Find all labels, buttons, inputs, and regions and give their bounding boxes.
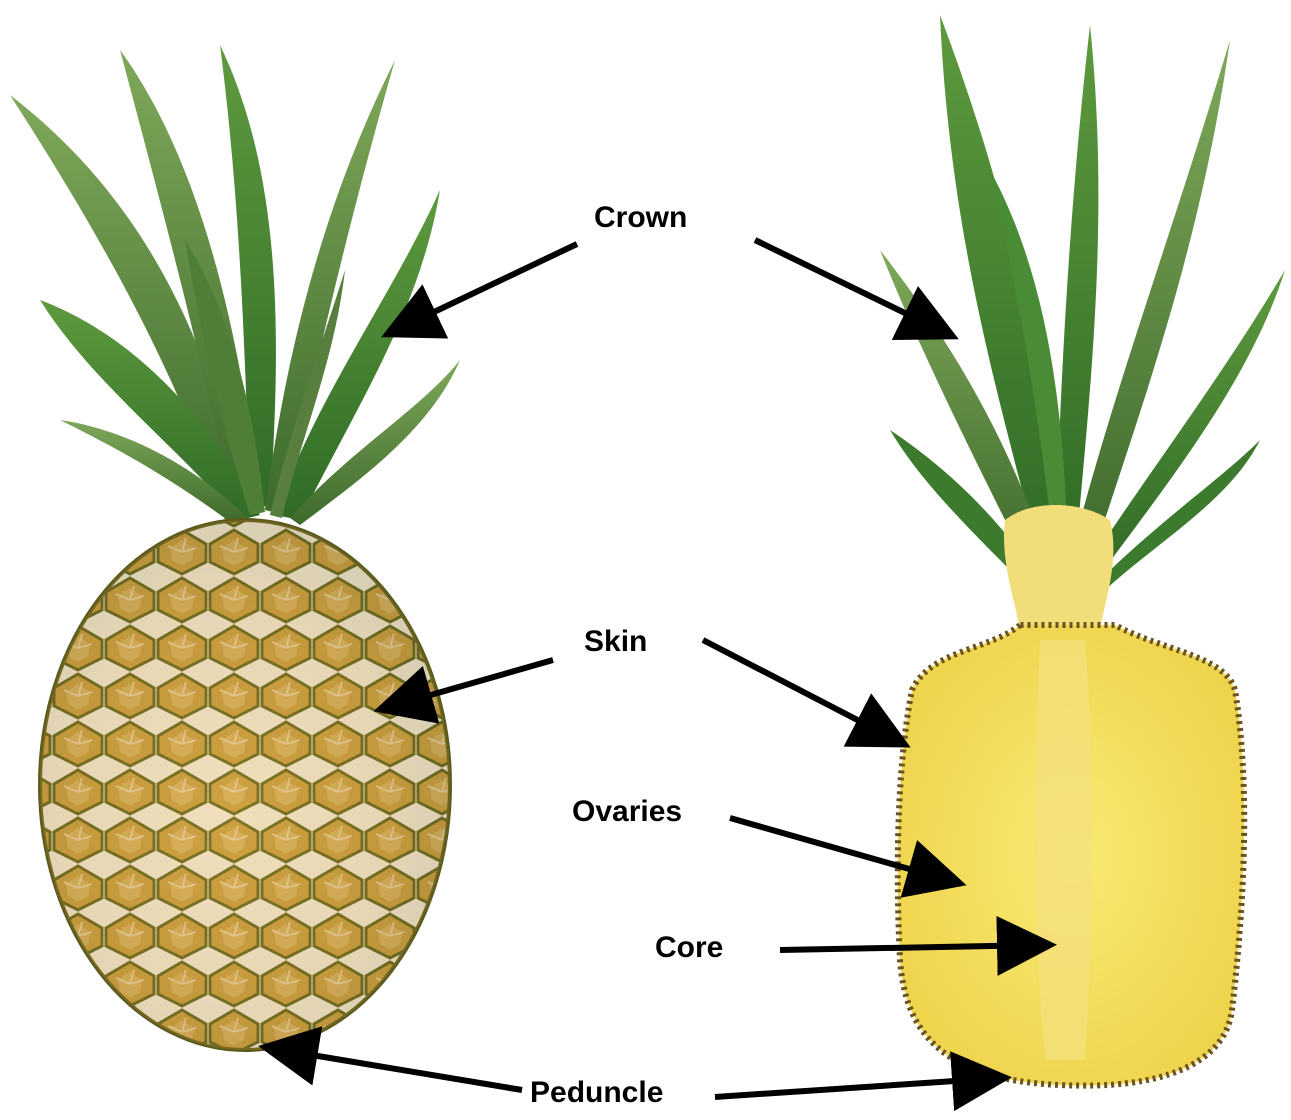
arrow-crown-right [755, 240, 948, 334]
label-crown: Crown [594, 200, 687, 236]
right-crown-leaves [880, 15, 1285, 590]
whole-pineapple-image [10, 45, 460, 1050]
arrow-peduncle-right [715, 1078, 1000, 1097]
label-skin: Skin [584, 624, 647, 660]
label-ovaries: Ovaries [572, 794, 682, 830]
right-flesh-neck [1004, 505, 1113, 630]
left-crown-leaves [10, 45, 460, 525]
label-core: Core [655, 930, 723, 966]
right-core [1035, 640, 1093, 1060]
arrow-skin-right [703, 640, 900, 742]
halved-pineapple-image [880, 15, 1285, 1086]
label-peduncle: Peduncle [530, 1075, 663, 1111]
arrow-peduncle-left [270, 1048, 522, 1090]
